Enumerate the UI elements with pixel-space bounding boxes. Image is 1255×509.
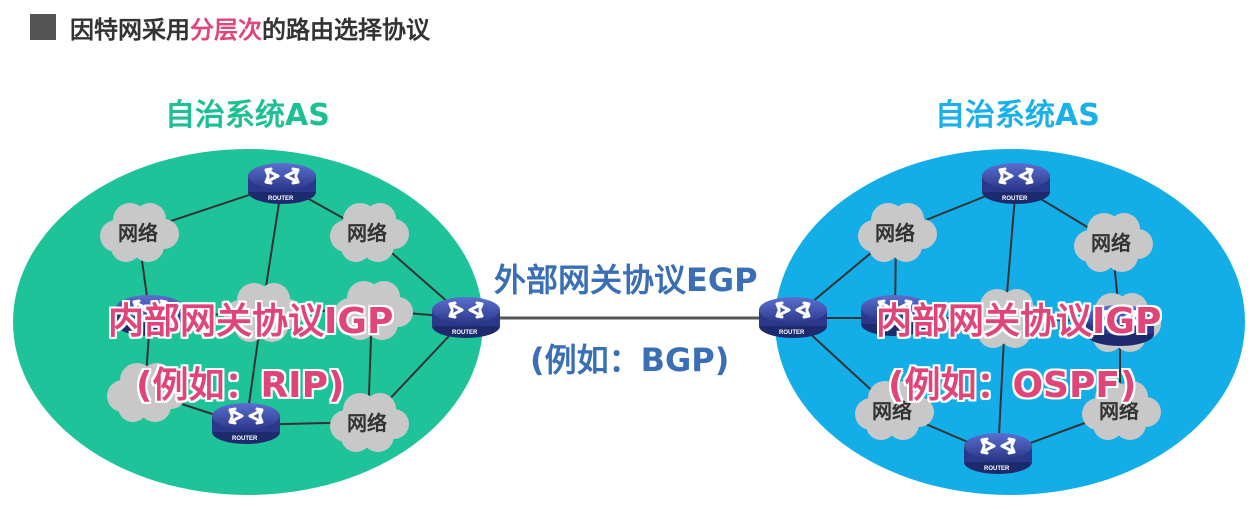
- border-router-icon: ROUTER: [757, 295, 829, 340]
- network-label: 网络: [1099, 399, 1139, 423]
- title-part-2: 的路由选择协议: [262, 15, 430, 44]
- network-label: 网络: [347, 221, 387, 245]
- right-as-label: 自治系统AS: [935, 98, 1100, 133]
- network-label: 网络: [872, 399, 912, 423]
- slide-title: 因特网采用分层次的路由选择协议: [70, 10, 430, 45]
- network-label: 网络: [118, 221, 158, 245]
- router-icon: ROUTER: [980, 161, 1052, 206]
- left-routers: ROUTER ROUTER ROUTER: [114, 161, 502, 446]
- right-igp-label: 内部网关协议IGP: [876, 301, 1162, 342]
- egp-label: 外部网关协议EGP: [494, 261, 758, 299]
- header-bullet-icon: [30, 14, 56, 40]
- egp-example: (例如：BGP): [530, 341, 730, 379]
- right-routers: ROUTER ROUTER ROUTER: [757, 161, 1156, 476]
- svg-text:ROUTER: ROUTER: [984, 466, 1010, 472]
- title-part-1: 因特网采用: [70, 15, 190, 44]
- left-igp-label: 内部网关协议IGP: [108, 301, 394, 342]
- svg-text:ROUTER: ROUTER: [232, 436, 258, 442]
- left-igp-example: (例如：RIP): [136, 365, 345, 406]
- slide-header: 因特网采用分层次的路由选择协议: [30, 10, 430, 44]
- network-label: 网络: [875, 221, 915, 245]
- router-icon: ROUTER: [210, 401, 282, 446]
- border-router-icon: ROUTER: [430, 295, 502, 340]
- svg-text:ROUTER: ROUTER: [779, 330, 805, 336]
- router-icon: ROUTER: [246, 161, 318, 206]
- router-icon: ROUTER: [962, 431, 1034, 476]
- network-label: 网络: [347, 411, 387, 435]
- title-highlight: 分层次: [190, 15, 262, 44]
- svg-text:ROUTER: ROUTER: [268, 196, 294, 202]
- svg-text:ROUTER: ROUTER: [452, 330, 478, 336]
- right-igp-example: (例如：OSPF): [888, 365, 1137, 406]
- network-label: 网络: [1091, 231, 1131, 255]
- left-as-label: 自治系统AS: [165, 98, 330, 133]
- svg-text:ROUTER: ROUTER: [1002, 196, 1028, 202]
